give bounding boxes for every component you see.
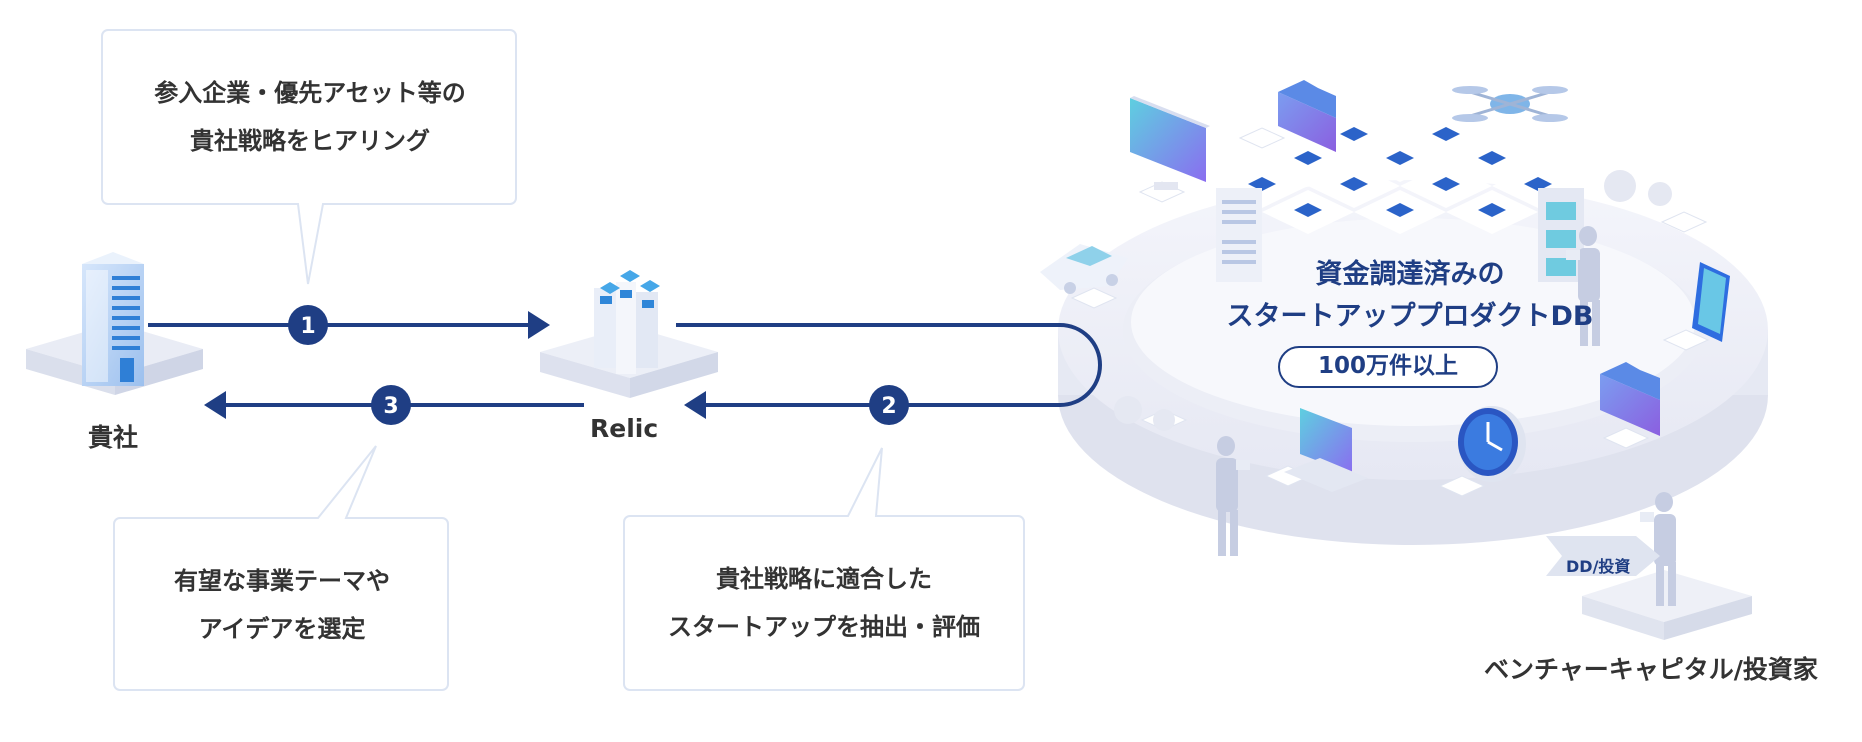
step2-description: 貴社戦略に適合した スタートアップを抽出・評価	[624, 516, 1024, 690]
step2-line2: スタートアップを抽出・評価	[668, 613, 980, 641]
database-title-line1: 資金調達済みの	[1315, 259, 1505, 290]
vc-platform-icon	[1582, 492, 1752, 640]
bubble-step3-frame	[113, 445, 449, 691]
step2-number: 2	[881, 394, 896, 419]
step1-number: 1	[300, 314, 315, 339]
relic-building-icon	[540, 270, 718, 398]
bubble-step2-frame	[623, 447, 1025, 691]
vc-label: ベンチャーキャピタル/投資家	[1484, 655, 1818, 684]
flow-arrow-step1	[148, 311, 550, 339]
step1-badge	[288, 305, 328, 345]
step1-description: 参入企業・優先アセット等の 貴社戦略をヒアリング	[104, 30, 516, 204]
step2-badge	[869, 385, 909, 425]
step2-line1: 貴社戦略に適合した	[716, 565, 932, 593]
step3-number: 3	[383, 394, 398, 419]
startup-database-illustration	[1040, 80, 1768, 556]
step1-line1: 参入企業・優先アセット等の	[154, 79, 466, 107]
step3-line1: 有望な事業テーマや	[174, 567, 390, 595]
flow-arrow-step2	[676, 323, 1102, 419]
database-title-line2: スタートアッププロダクトDB	[1226, 301, 1594, 332]
step3-badge	[371, 385, 411, 425]
bubble-step1-frame	[101, 29, 517, 285]
dd-investment-arrow	[1546, 536, 1660, 576]
dd-investment-label: DD/投資	[1566, 557, 1631, 576]
step1-line2: 貴社戦略をヒアリング	[190, 127, 430, 155]
step3-description: 有望な事業テーマや アイデアを選定	[116, 520, 448, 690]
database-title: 資金調達済みの スタートアッププロダクトDB	[1180, 254, 1640, 338]
client-building-icon	[26, 252, 203, 395]
client-label: 貴社	[88, 423, 139, 452]
step3-line2: アイデアを選定	[198, 615, 366, 643]
database-count-badge: 100万件以上	[1278, 346, 1498, 388]
relic-label: Relic	[590, 414, 659, 443]
